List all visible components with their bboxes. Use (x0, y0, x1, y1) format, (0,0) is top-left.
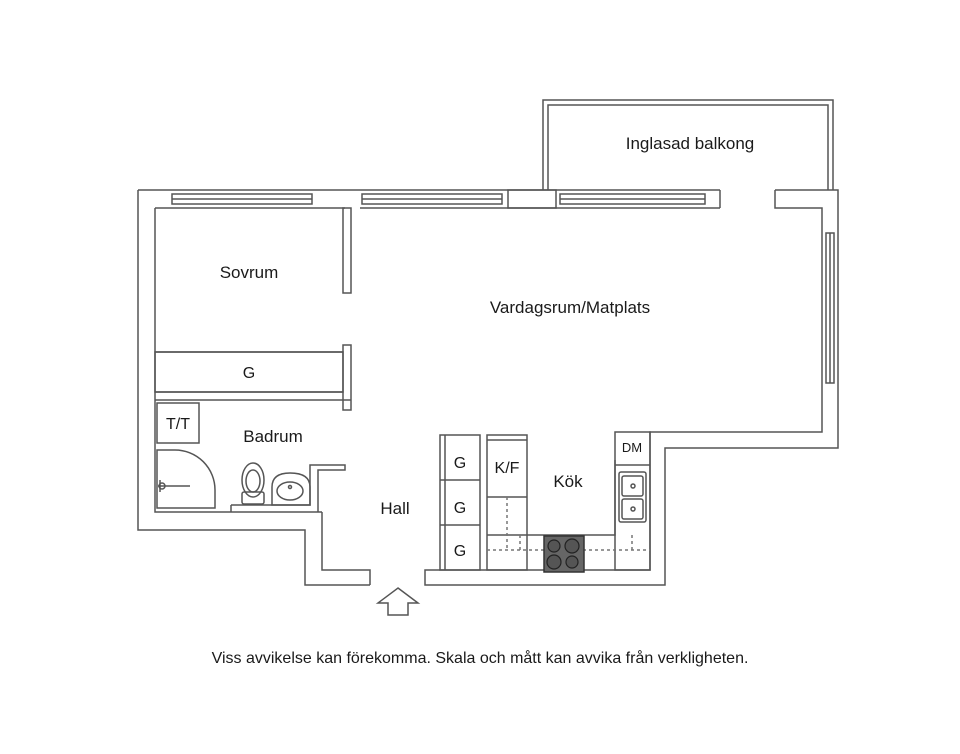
kitchen-counters (486, 431, 651, 571)
hall-wardrobe-label-1: G (454, 455, 466, 472)
wardrobe-label-bedroom: G (243, 365, 255, 382)
hall-wardrobe-label-2: G (454, 500, 466, 517)
room-label-kitchen: Kök (553, 472, 583, 491)
hall-wardrobes (439, 434, 481, 571)
entry-arrow (375, 587, 421, 616)
shower (156, 449, 216, 509)
fridge-freezer-label: K/F (495, 460, 520, 477)
interior-walls (155, 207, 352, 512)
room-label-bedroom: Sovrum (220, 263, 279, 282)
bathroom-sink (271, 472, 311, 506)
room-label-balcony: Inglasad balkong (626, 134, 755, 153)
hall-wardrobe-label-3: G (454, 543, 466, 560)
washer-dryer-box (156, 402, 200, 444)
window-right (825, 232, 835, 384)
washer-dryer-label: T/T (166, 416, 190, 433)
bedroom-wardrobe (154, 351, 344, 393)
room-label-hall: Hall (380, 499, 409, 518)
windows-top (171, 189, 706, 209)
balcony-outline (542, 99, 834, 190)
toilet (241, 462, 265, 505)
room-label-bathroom: Badrum (243, 427, 303, 446)
dishwasher-label: DM (622, 440, 642, 455)
kitchen-sink (618, 471, 647, 523)
stove (543, 535, 585, 573)
exterior-walls (137, 189, 839, 586)
disclaimer-text: Viss avvikelse kan förekomma. Skala och … (211, 650, 749, 667)
counter-hidden-lines (487, 497, 650, 551)
room-label-living: Vardagsrum/Matplats (490, 298, 650, 317)
